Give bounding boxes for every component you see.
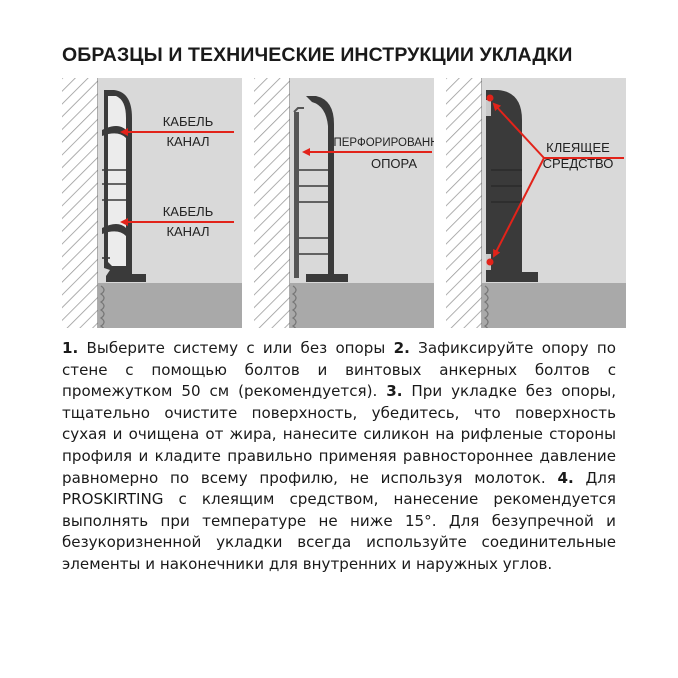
arrow-adhesive-bottom <box>493 157 545 258</box>
arrow-adhesive-top <box>492 102 545 159</box>
adhesive-dot-top <box>486 94 494 102</box>
label-support-line2: ОПОРА <box>371 156 417 171</box>
floor <box>290 283 434 328</box>
wall-hatch <box>254 78 290 328</box>
step-1-number: 1. <box>62 339 79 357</box>
step-1-text: Выберите систему с или без опоры <box>78 339 394 357</box>
step-4-text: Для PROSKIRTING с клеящим средством, нан… <box>62 468 616 573</box>
step-2-number: 2. <box>393 339 410 357</box>
panel-perforated-support: ПЕРФОРИРОВАННАЯ ОПОРА <box>254 78 434 328</box>
panel-adhesive: КЛЕЯЩЕЕ СРЕДСТВО <box>446 78 626 328</box>
label-support-line1: ПЕРФОРИРОВАННАЯ <box>333 137 434 149</box>
label-adhesive-line1: КЛЕЯЩЕЕ <box>546 140 610 155</box>
panel-cable-channel: КАБЕЛЬ КАНАЛ КАБЕЛЬ КАНАЛ <box>62 78 242 328</box>
floor <box>98 283 242 328</box>
wall-surface <box>290 78 434 283</box>
label-cable-2-line2: КАНАЛ <box>166 224 209 239</box>
label-cable-1-line1: КАБЕЛЬ <box>163 114 214 129</box>
step-2-text: Зафиксируйте опору по стене с помощью бо… <box>62 339 616 401</box>
installation-instructions: 1. Выберите систему с или без опоры 2. З… <box>62 338 616 576</box>
label-adhesive-line2: СРЕДСТВО <box>543 156 614 171</box>
step-3-number: 3. <box>386 382 403 401</box>
page-title: ОБРАЗЦЫ И ТЕХНИЧЕСКИЕ ИНСТРУКЦИИ УКЛАДКИ <box>62 44 573 66</box>
step-3-text: При укладке без опоры, тщательно очистит… <box>62 382 616 487</box>
adhesive-dot-bottom <box>486 258 494 266</box>
wall-hatch <box>62 78 98 328</box>
skirting-profile <box>293 96 348 282</box>
label-cable-1-line2: КАНАЛ <box>166 134 209 149</box>
label-cable-2-line1: КАБЕЛЬ <box>163 204 214 219</box>
wall-hatch <box>446 78 482 328</box>
floor <box>482 283 626 328</box>
step-4-number: 4. <box>557 468 574 487</box>
